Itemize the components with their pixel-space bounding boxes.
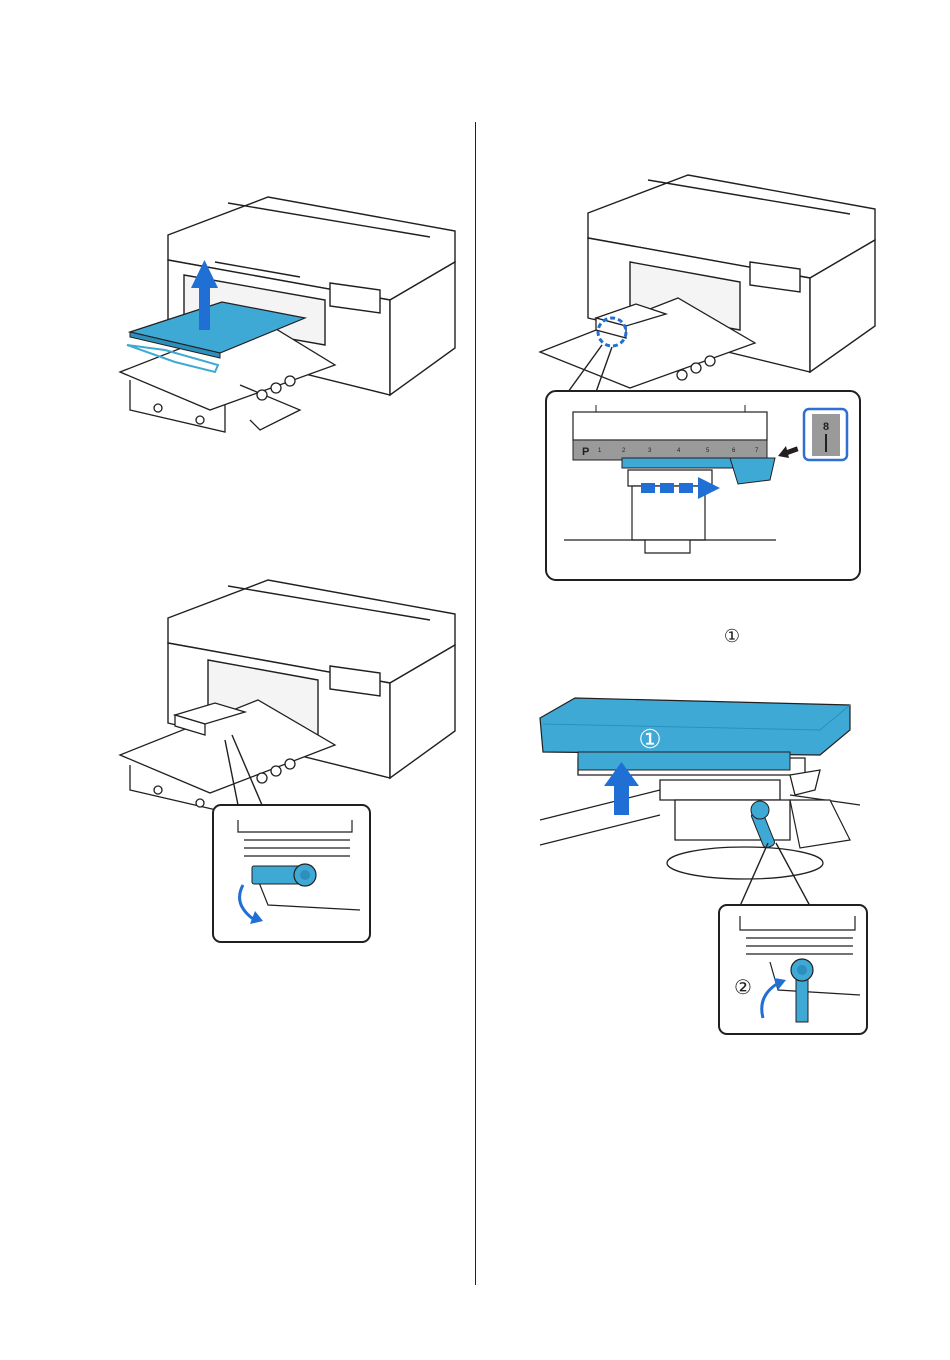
- lever-marker: ②: [734, 977, 752, 999]
- platen-marker: ①: [638, 724, 661, 754]
